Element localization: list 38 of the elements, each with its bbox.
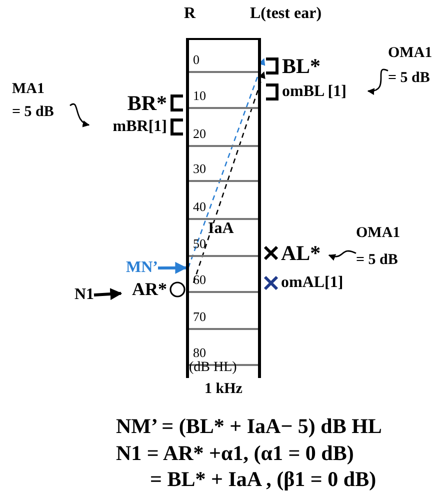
symbol-label: AR*: [132, 280, 167, 298]
tick-label: 0: [193, 53, 200, 66]
tick-label: 50: [193, 237, 206, 250]
masking-note: = 5 dB: [388, 71, 430, 86]
formula-text: NM’ = (BL* + IaA− 5) dB HL: [116, 416, 382, 437]
tick-label: 10: [193, 89, 206, 102]
symbol-label: BL*: [282, 56, 321, 76]
symbol-label: omBL [1]: [282, 84, 346, 100]
curved-arrow: [70, 103, 90, 126]
masking-note: = 5 dB: [12, 105, 54, 120]
curved-arrow: [367, 68, 388, 94]
dashed-arrow: [188, 58, 266, 268]
signal-label: N1: [74, 287, 94, 303]
symbol-label: BR*: [127, 92, 167, 114]
symbol-label: mBR[1]: [112, 119, 167, 135]
tick-label: 80: [193, 346, 206, 359]
tick-label: 30: [193, 162, 206, 175]
symbol-label: omAL[1]: [281, 275, 344, 291]
interaural-attenuation-label: IaA: [208, 221, 234, 237]
masking-note: OMA1: [356, 226, 400, 241]
unit-label: (dB HL): [189, 361, 237, 375]
curved-arrow: [328, 250, 356, 260]
masking-note: MA1: [12, 82, 44, 97]
tick-label: 40: [193, 200, 206, 213]
arrow: [158, 262, 188, 274]
tick-label: 70: [193, 310, 206, 323]
masking-note: = 5 dB: [356, 253, 398, 268]
ear-label: L(test ear): [250, 6, 322, 22]
tick-label: 20: [193, 127, 206, 140]
formula-text: N1 = AR* +α1, (α1 = 0 dB): [116, 443, 354, 464]
formula-text: = BL* + IaA , (β1 = 0 dB): [150, 469, 376, 490]
frequency-label: 1 kHz: [204, 382, 244, 397]
masking-note: OMA1: [388, 46, 432, 61]
dashed-arrow: [192, 71, 266, 283]
arrow: [94, 288, 122, 300]
symbol-label: AL*: [281, 242, 321, 264]
signal-label: MN’: [126, 260, 158, 276]
ear-label: R: [184, 6, 196, 22]
